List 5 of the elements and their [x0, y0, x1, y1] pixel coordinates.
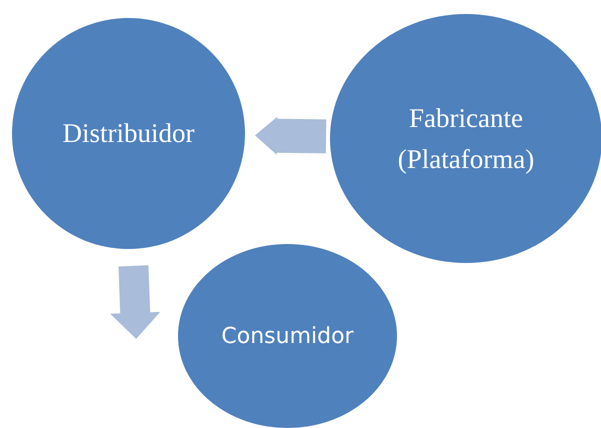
node-label: Consumidor [221, 322, 354, 350]
block-arrow [255, 116, 326, 155]
node-label: Distribuidor [62, 117, 194, 150]
block-arrow [110, 265, 160, 339]
node-label: Fabricante (Plataforma) [396, 102, 536, 176]
